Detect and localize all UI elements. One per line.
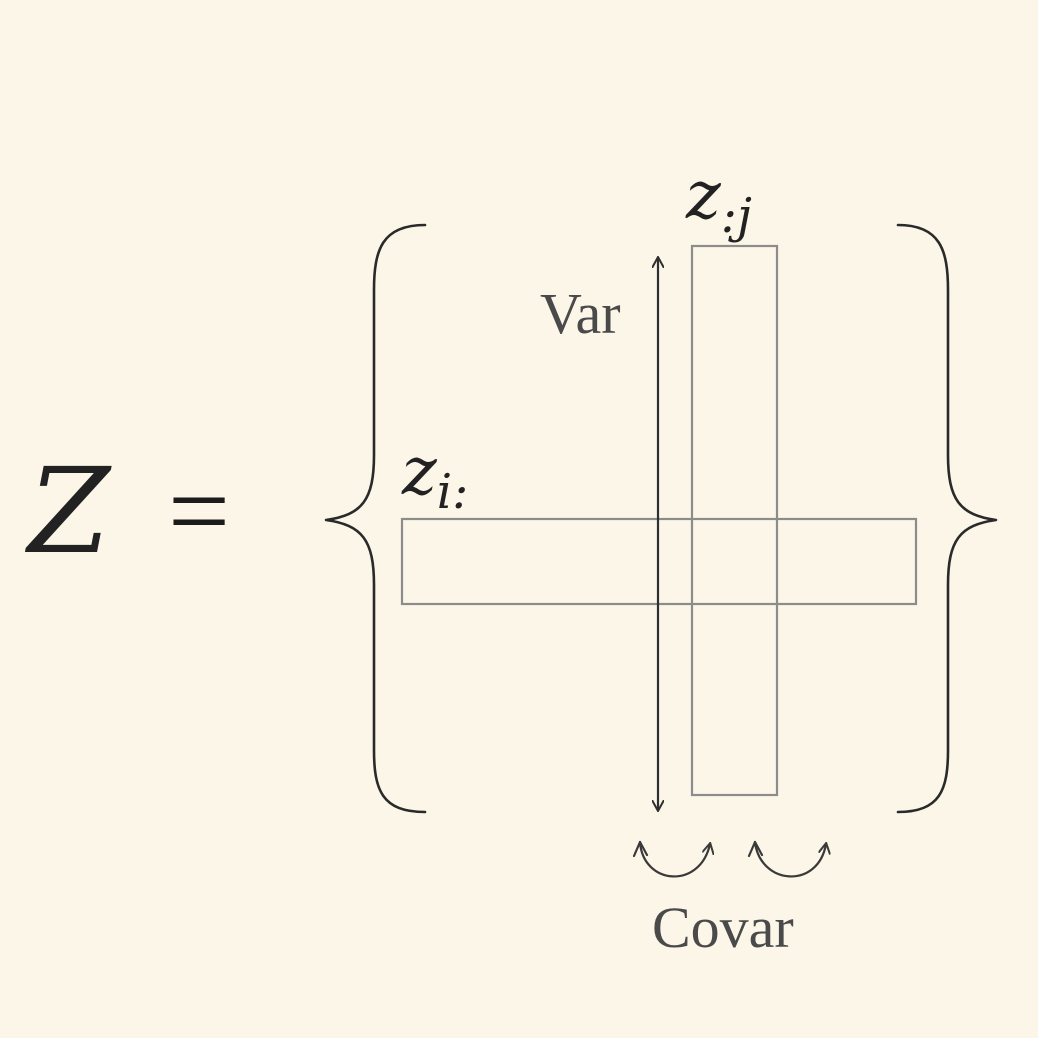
equals-sign: =: [168, 450, 230, 572]
covariance-curve-tail-right: [747, 840, 764, 858]
variance-label: Var: [540, 281, 621, 346]
covariance-curve-arrow-left: [638, 840, 710, 878]
row-vector-label: zi:: [401, 433, 468, 520]
left-brace: [324, 223, 427, 814]
covariance-curve-tail-left: [632, 840, 649, 858]
covariance-curve-arrow-right: [753, 840, 826, 878]
covariance-label: Covar: [652, 895, 794, 960]
column-vector-label: z:j: [685, 157, 752, 244]
column-vector-box: [690, 244, 779, 797]
matrix-symbol: Z: [24, 442, 112, 580]
right-brace: [896, 223, 998, 814]
